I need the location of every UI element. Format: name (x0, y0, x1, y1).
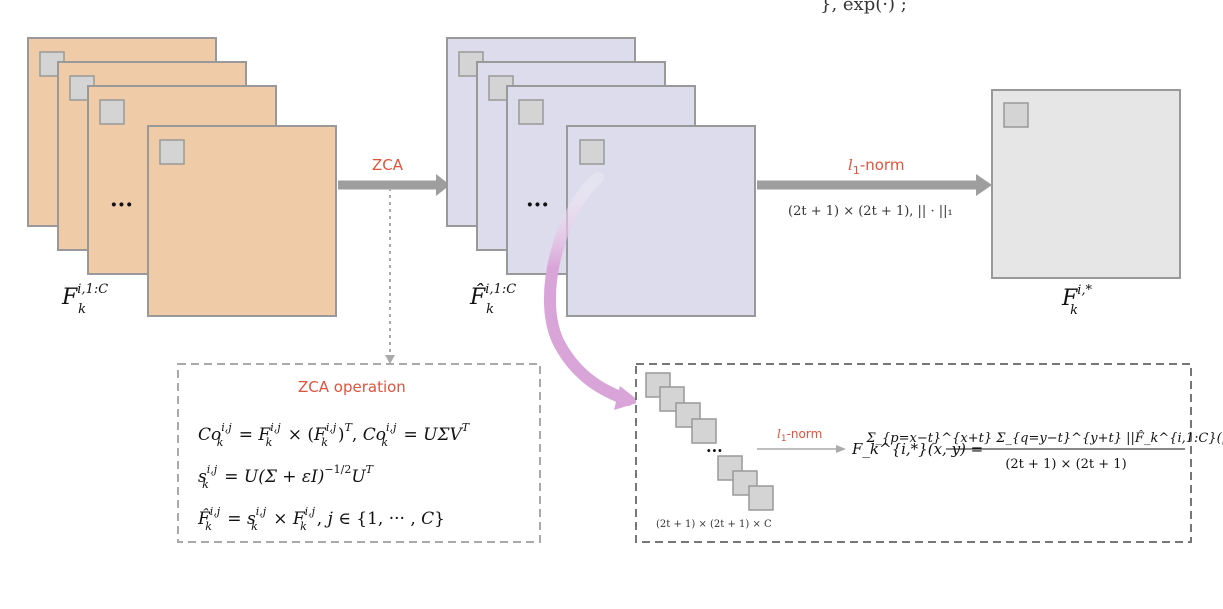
l1-norm-arrow: l1-norm (2t + 1) × (2t + 1), || · ||₁ (757, 156, 992, 219)
input-ellipsis: ··· (110, 192, 133, 218)
zca-arrow: ZCA (338, 156, 450, 364)
output-feature-map: Fi,*k (991, 89, 1181, 318)
zca-box-frame (177, 363, 541, 543)
zca-detail-connector-head (385, 355, 395, 364)
input-frame-4 (147, 125, 337, 317)
whitened-frame-4 (566, 125, 756, 317)
patch-caption: (2t + 1) × (2t + 1) × C (656, 519, 772, 530)
patch-sequence (645, 372, 774, 511)
zca-arrow-label: ZCA (372, 156, 404, 174)
formula-lhs: F_k^{i,*}(x, y) = (851, 440, 983, 458)
patch-ellipsis: ··· (706, 441, 723, 460)
detail-box-frame (635, 363, 1192, 543)
whitened-patch-4 (579, 139, 605, 165)
pink-curve-shaft (543, 172, 634, 406)
detail-arrow-label: l1-norm (777, 427, 822, 444)
formula-denominator: (2t + 1) × (2t + 1) (1005, 457, 1126, 472)
input-patch-4 (159, 139, 185, 165)
pink-curve-head (614, 386, 640, 410)
l1-arrow-label: l1-norm (848, 156, 904, 177)
input-patch-3 (99, 99, 125, 125)
l1-arrow-head (976, 174, 992, 196)
zca-arrow-head (436, 174, 450, 196)
l1-detail-box: ··· (2t + 1) × (2t + 1) × C l1-norm F_k^… (635, 363, 1223, 543)
whitened-patch-3 (518, 99, 544, 125)
top-clipped-text: }, exp(·) ; (820, 0, 907, 15)
zca-box-title: ZCA operation (298, 378, 406, 396)
detail-arrow-head (836, 445, 846, 453)
whitened-ellipsis: ··· (526, 192, 549, 218)
output-patch (1003, 102, 1029, 128)
l1-arrow-caption: (2t + 1) × (2t + 1), || · ||₁ (788, 204, 953, 219)
output-map-label: Fi,*k (1061, 283, 1093, 318)
formula-numerator: Σ_{p=x−t}^{x+t} Σ_{q=y−t}^{y+t} ||F̂_k^{… (865, 430, 1223, 446)
detail-curve-arrow (543, 172, 640, 410)
